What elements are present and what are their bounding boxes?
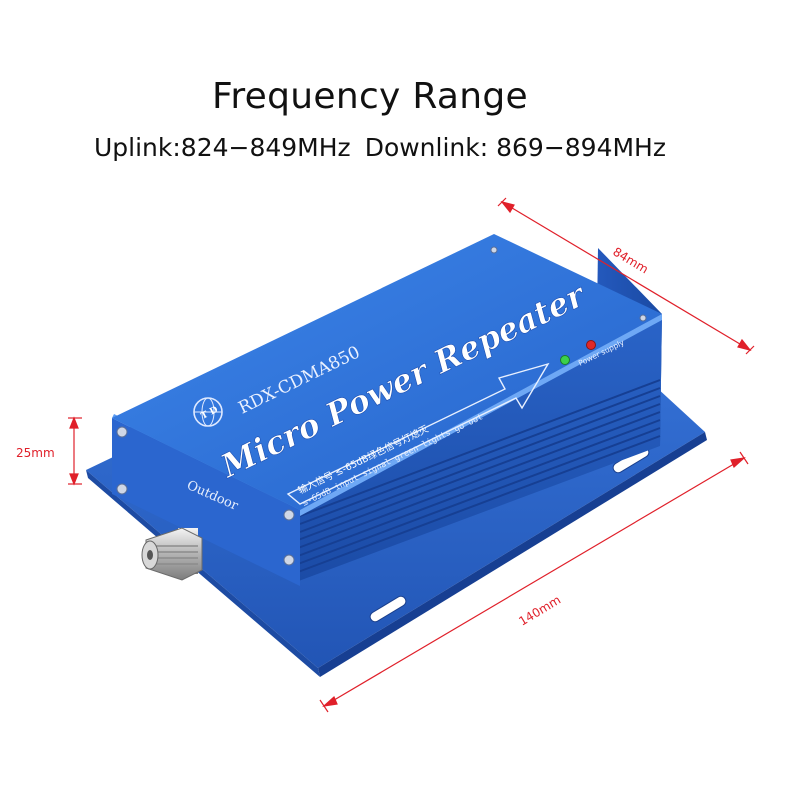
f-connector: [141, 527, 203, 581]
green-signal-led: [560, 355, 570, 365]
heat-sink-fins: [297, 379, 661, 573]
frequency-subtitle: Uplink:824−849MHz Downlink: 869−894MHz: [0, 133, 760, 162]
end-panel-screws: [116, 426, 295, 566]
dimension-width-line: [497, 197, 755, 355]
case-end-panel: [112, 418, 300, 586]
dimension-height-line: [68, 416, 82, 486]
uplink-frequency: Uplink:824−849MHz: [94, 133, 351, 162]
frequency-range-title: Frequency Range: [211, 76, 529, 117]
signal-arrow-outline: [286, 362, 550, 505]
top-face-screws: [490, 246, 647, 322]
dimension-length-line: [319, 451, 749, 713]
downlink-frequency: Downlink: 869−894MHz: [364, 133, 666, 162]
case-top-face: [112, 234, 662, 510]
brand-logo-icon: [193, 397, 223, 427]
red-power-led: [586, 340, 596, 350]
flange-slot-front: [369, 595, 407, 623]
height-dimension-label: 25mm: [16, 446, 55, 460]
flange-edge-left: [86, 470, 320, 677]
flange-edge: [318, 432, 707, 677]
length-dimension-label: 140mm: [516, 593, 563, 629]
